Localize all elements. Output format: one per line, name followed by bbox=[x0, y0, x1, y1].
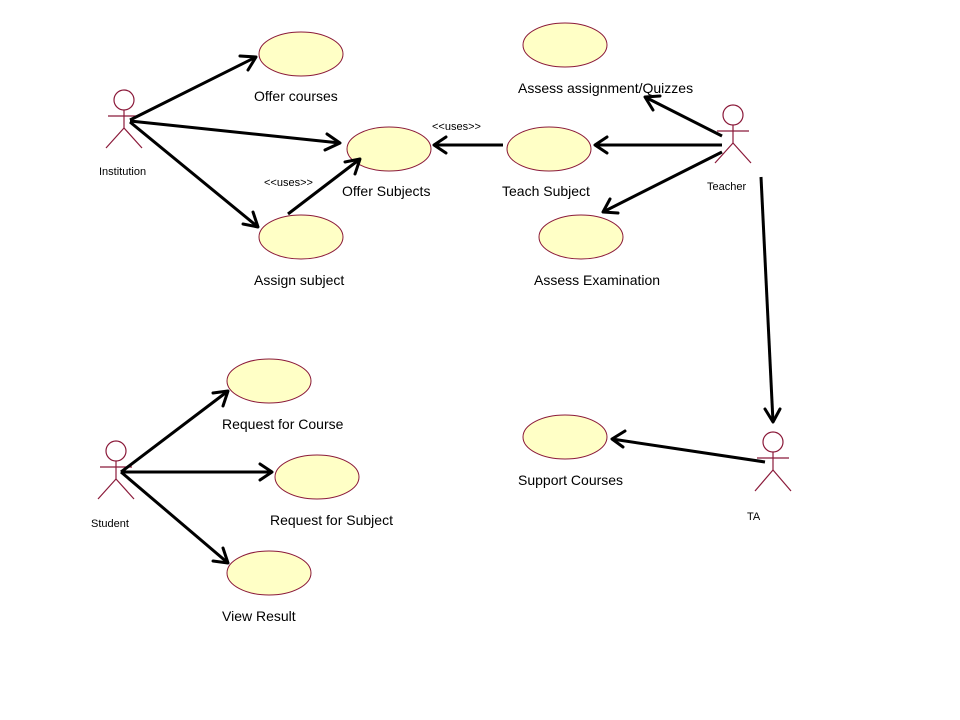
usecase-teach-subject bbox=[506, 126, 592, 172]
actor-institution bbox=[105, 89, 143, 149]
usecase-label-assess-assignment: Assess assignment/Quizzes bbox=[518, 80, 693, 96]
usecase-assign-subject bbox=[258, 214, 344, 260]
usecase-label-request-subject: Request for Subject bbox=[270, 512, 393, 528]
actor-label-teacher: Teacher bbox=[707, 181, 746, 193]
usecase-label-assign-subject: Assign subject bbox=[254, 272, 344, 288]
usecase-label-request-course: Request for Course bbox=[222, 416, 344, 432]
actor-head bbox=[722, 104, 744, 126]
actor-label-institution: Institution bbox=[99, 166, 146, 178]
actor-label-ta: TA bbox=[747, 511, 761, 523]
connector-teacher-ta bbox=[759, 176, 782, 424]
stereotype-label-teach: <<uses>> bbox=[432, 121, 481, 133]
connector-student-view-result bbox=[120, 470, 230, 565]
usecase-request-course bbox=[226, 358, 312, 404]
usecase-assess-assignment bbox=[522, 22, 608, 68]
connector-teach-uses-offer-subjects bbox=[432, 135, 503, 155]
actor-head bbox=[762, 431, 784, 453]
usecase-label-offer-courses: Offer courses bbox=[254, 88, 338, 104]
connector-ta-support-courses bbox=[610, 429, 766, 464]
actor-head bbox=[113, 89, 135, 111]
usecase-offer-courses bbox=[258, 31, 344, 77]
actor-label-student: Student bbox=[91, 518, 129, 530]
usecase-request-subject bbox=[274, 454, 360, 500]
usecase-assess-examination bbox=[538, 214, 624, 260]
usecase-support-courses bbox=[522, 414, 608, 460]
actor-student bbox=[97, 440, 135, 500]
usecase-label-offer-subjects: Offer Subjects bbox=[342, 183, 430, 199]
actor-teacher bbox=[714, 104, 752, 164]
connector-institution-offer-subjects bbox=[129, 119, 342, 152]
connector-teacher-assess-assignment bbox=[643, 94, 723, 138]
usecase-label-view-result: View Result bbox=[222, 608, 296, 624]
connector-student-request-course bbox=[120, 389, 230, 474]
connector-teacher-assess-examination bbox=[601, 150, 723, 215]
connector-assign-uses-offer-subjects bbox=[287, 157, 362, 216]
connector-teacher-teach-subject bbox=[593, 135, 722, 155]
connector-institution-offer-courses bbox=[129, 54, 258, 122]
actor-head bbox=[105, 440, 127, 462]
usecase-view-result bbox=[226, 550, 312, 596]
usecase-label-support-courses: Support Courses bbox=[518, 472, 623, 488]
usecase-label-teach-subject: Teach Subject bbox=[502, 183, 590, 199]
actor-ta bbox=[754, 431, 792, 492]
usecase-offer-subjects bbox=[346, 126, 432, 172]
stereotype-label-assign: <<uses>> bbox=[264, 177, 313, 189]
connector-institution-assign-subject bbox=[129, 120, 260, 229]
connector-student-request-subject bbox=[121, 462, 274, 482]
usecase-label-assess-examination: Assess Examination bbox=[534, 272, 660, 288]
